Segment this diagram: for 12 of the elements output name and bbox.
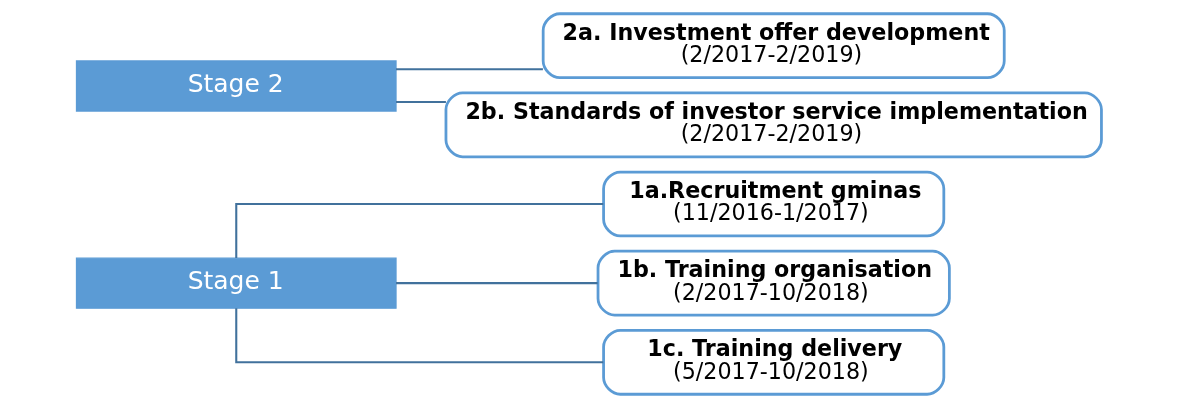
connector <box>395 100 446 103</box>
connector <box>395 282 598 285</box>
node-box: 2a. Investment offer development (2/2017-2/2019) <box>541 12 1006 79</box>
node-box: 1c. Training delivery (5/2017-10/2018) <box>601 329 945 396</box>
node-box: 2b. Standards of investor service implementation (2/2017-2/2019) <box>444 91 1103 159</box>
node-box: Stage 2 <box>75 60 397 112</box>
node-box: 1a.Recruitment gminas (11/2016-1/2017) <box>601 170 945 238</box>
node-box: Stage 1 <box>75 257 397 309</box>
node-box: 1b. Training organisation (2/2017-10/2018) <box>596 249 951 317</box>
connector <box>234 202 603 259</box>
connector <box>395 68 543 71</box>
connector <box>234 308 603 364</box>
